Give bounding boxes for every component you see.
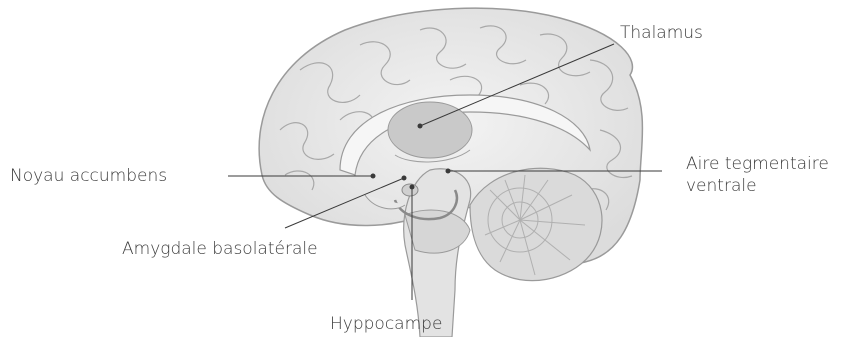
label-basolateral-amygdala: Amygdale basolatérale [122,238,318,260]
label-vta-line2: ventrale [686,175,829,197]
label-vta: Aire tegmentaire ventrale [686,153,829,197]
label-nucleus-accumbens: Noyau accumbens [10,165,167,187]
label-hippocampus: Hyppocampe [330,313,442,335]
thalamus [388,102,472,158]
label-vta-line1: Aire tegmentaire [686,153,829,175]
label-thalamus: Thalamus [620,22,703,44]
